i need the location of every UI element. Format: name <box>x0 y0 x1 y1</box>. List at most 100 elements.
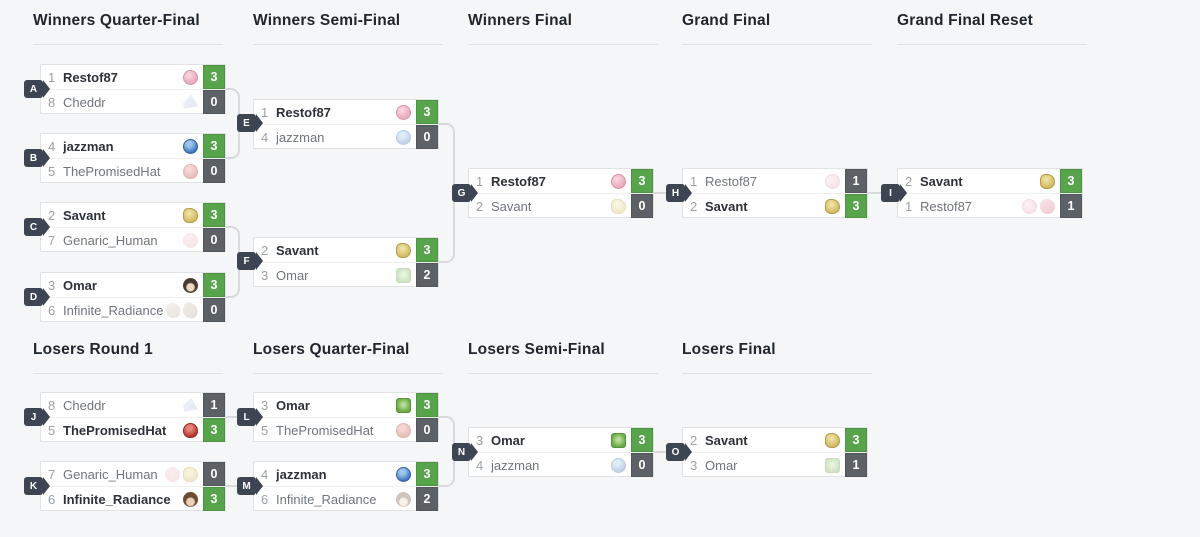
player-name: Genaric_Human <box>63 232 158 248</box>
score-box: 3 <box>845 428 867 452</box>
score-box: 0 <box>203 159 225 183</box>
player-name: Cheddr <box>63 94 106 110</box>
player-icons <box>183 422 203 438</box>
player-name: Omar <box>63 277 97 293</box>
match-label-M[interactable]: M <box>237 477 263 495</box>
player-seed: 4 <box>261 129 269 145</box>
player-name: Genaric_Human <box>63 466 158 482</box>
score-box: 3 <box>845 194 867 218</box>
player-seed: 4 <box>261 466 269 482</box>
gold-hand-icon <box>611 198 626 214</box>
score-box: 3 <box>203 65 225 89</box>
score-box: 0 <box>631 453 653 477</box>
player-icons <box>611 432 631 448</box>
match-label-G[interactable]: G <box>452 184 478 202</box>
match-label-O[interactable]: O <box>666 443 692 461</box>
player-icons <box>183 232 203 248</box>
score-box: 0 <box>631 194 653 218</box>
score-box: 3 <box>1060 169 1082 193</box>
player-seed: 1 <box>690 173 698 189</box>
player-icons <box>1040 173 1060 189</box>
green-doll-icon <box>825 457 840 473</box>
gold-hand-icon <box>1040 173 1055 189</box>
match-label-K[interactable]: K <box>24 477 50 495</box>
player-icons <box>396 466 416 482</box>
player-name: ThePromisedHat <box>63 163 161 179</box>
round-header-losers-final: Losers Final <box>682 341 872 374</box>
score-box: 3 <box>416 238 438 262</box>
score-box: 1 <box>203 393 225 417</box>
player-icons <box>183 163 203 179</box>
shell-icon <box>165 302 180 318</box>
player-seed: 3 <box>261 397 269 413</box>
player-seed: 3 <box>690 457 698 473</box>
player-name: Omar <box>276 267 309 283</box>
player-name: Omar <box>491 432 525 448</box>
round-title: Losers Quarter-Final <box>253 341 410 358</box>
red-hat-icon <box>183 422 198 438</box>
boot-icon <box>181 300 200 320</box>
player-icons <box>825 198 845 214</box>
match-label-B[interactable]: B <box>24 149 50 167</box>
player-name: jazzman <box>276 129 325 145</box>
player-name: Savant <box>276 242 319 258</box>
player-seed: 7 <box>48 466 56 482</box>
match-label-F[interactable]: F <box>237 252 263 270</box>
bracket-connector-line <box>226 226 240 263</box>
red-hat-icon <box>183 163 198 179</box>
player-name: Omar <box>276 397 310 413</box>
match-label-A[interactable]: A <box>24 80 50 98</box>
brown-girl-icon <box>183 491 198 507</box>
player-name: Restof87 <box>276 104 331 120</box>
player-icons <box>183 69 203 85</box>
match-label-H[interactable]: H <box>666 184 692 202</box>
player-name: jazzman <box>276 466 327 482</box>
match-label-N[interactable]: N <box>452 443 478 461</box>
gold-hand-icon <box>396 242 411 258</box>
match-label-C[interactable]: C <box>24 218 50 236</box>
clefairy-icon <box>825 173 840 189</box>
player-seed: 6 <box>261 491 269 507</box>
player-icons <box>825 457 845 473</box>
round-header-grand-final-reset: Grand Final Reset <box>897 12 1087 45</box>
player-seed: 2 <box>476 198 484 214</box>
match-label-D[interactable]: D <box>24 288 50 306</box>
player-seed: 5 <box>261 422 269 438</box>
round-header-losers-semi-final: Losers Semi-Final <box>468 341 658 374</box>
player-name: Infinite_Radiance <box>63 302 164 318</box>
match-label-L[interactable]: L <box>237 408 263 426</box>
match-label-J[interactable]: J <box>24 408 50 426</box>
score-box: 0 <box>416 125 438 149</box>
green-doll-icon <box>611 432 626 448</box>
player-name: Restof87 <box>63 69 118 85</box>
player-icons <box>396 267 416 283</box>
player-icons <box>825 432 845 448</box>
player-icons <box>396 129 416 145</box>
round-title: Losers Final <box>682 341 776 358</box>
blue-cap-icon <box>396 466 411 482</box>
match-label-E[interactable]: E <box>237 114 263 132</box>
player-seed: 6 <box>48 491 56 507</box>
match-label-I[interactable]: I <box>881 184 907 202</box>
